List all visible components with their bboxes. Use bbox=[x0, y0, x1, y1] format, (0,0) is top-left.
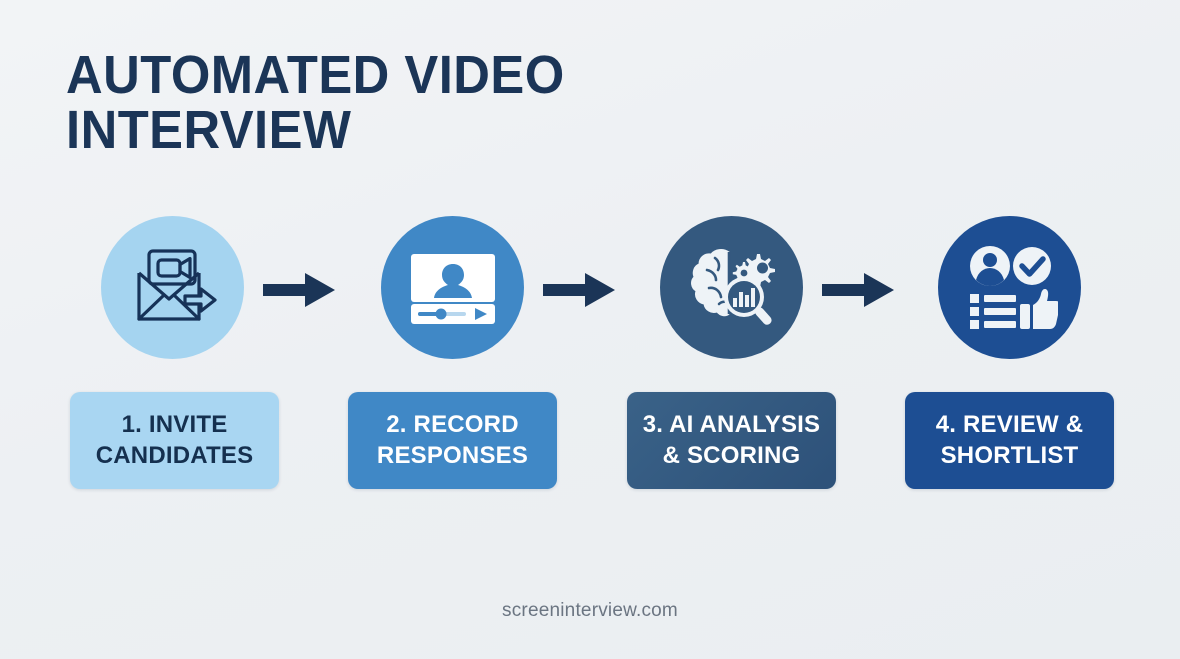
step-1-label-box[interactable]: 1. INVITE CANDIDATES bbox=[70, 392, 279, 489]
arrow-right-icon bbox=[263, 270, 337, 310]
step-1-label-line-2: CANDIDATES bbox=[95, 441, 254, 469]
step-2-label-line-1: 2. RECORD bbox=[386, 410, 519, 438]
profile-check-list-thumbsup-icon bbox=[962, 244, 1058, 332]
step-1-label-line-1: 1. INVITE bbox=[121, 410, 228, 438]
step-label-row: 1. INVITE CANDIDATES 2. RECORD RESPONSES… bbox=[0, 392, 1180, 492]
process-flow-row bbox=[0, 200, 1180, 380]
footer-website: screeninterview.com bbox=[502, 600, 678, 621]
step-2-label-box[interactable]: 2. RECORD RESPONSES bbox=[348, 392, 557, 489]
page-title: AUTOMATED VIDEO INTERVIEW bbox=[66, 45, 668, 161]
envelope-video-send-icon bbox=[125, 243, 221, 333]
video-player-person-icon bbox=[405, 248, 501, 328]
step-1-icon-circle bbox=[101, 216, 244, 359]
page-title-line-2: INTERVIEW bbox=[66, 100, 352, 161]
step-4-label-line-2: SHORTLIST bbox=[940, 441, 1079, 469]
arrow-right-icon bbox=[543, 270, 617, 310]
step-2-label-line-2: RESPONSES bbox=[376, 441, 529, 469]
profile-check-list-thumbsup-circle bbox=[938, 216, 1081, 359]
step-2-icon-circle bbox=[381, 216, 524, 359]
step-3-label-line-2: & SCORING bbox=[662, 441, 801, 469]
step-3-label-box[interactable]: 3. AI ANALYSIS & SCORING bbox=[627, 392, 836, 489]
step-4-label-line-1: 4. REVIEW & bbox=[935, 410, 1084, 438]
brain-gears-magnifier-chart-icon bbox=[683, 242, 781, 334]
step-3-label-line-1: 3. AI ANALYSIS bbox=[642, 410, 821, 438]
arrow-right-icon bbox=[822, 270, 896, 310]
page-title-line-1: AUTOMATED VIDEO bbox=[66, 45, 565, 105]
step-4-label-box[interactable]: 4. REVIEW & SHORTLIST bbox=[905, 392, 1114, 489]
step-3-icon-circle bbox=[660, 216, 803, 359]
